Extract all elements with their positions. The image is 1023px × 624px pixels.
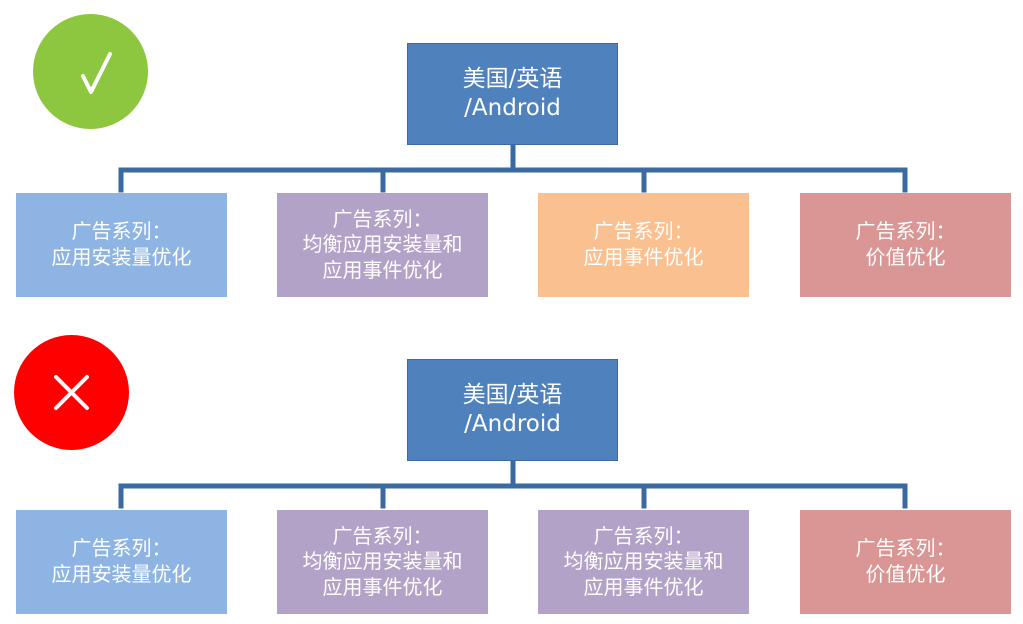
root-line1: 美国/英语 (462, 65, 563, 92)
connector-drops-top (118, 167, 908, 193)
child-line3: 应用事件优化 (322, 574, 443, 599)
child-line2: 应用事件优化 (583, 245, 704, 269)
child-line2: 均衡应用安装量和 (302, 549, 463, 574)
root-node: 美国/英语 /Android (407, 359, 618, 461)
child-line2: 价值优化 (865, 245, 946, 269)
child-line1: 广告系列： (332, 523, 433, 548)
child-node: 广告系列： 价值优化 (800, 193, 1011, 297)
child-node: 广告系列： 均衡应用安装量和 应用事件优化 (277, 510, 488, 614)
cross-badge (14, 335, 129, 450)
check-icon (81, 52, 112, 94)
cross-icon (54, 375, 89, 410)
check-badge (33, 14, 148, 129)
connector-drops-bottom (118, 483, 908, 509)
child-line2: 价值优化 (865, 562, 946, 586)
child-line2: 均衡应用安装量和 (563, 549, 724, 574)
child-node: 广告系列： 价值优化 (800, 510, 1011, 614)
child-line1: 广告系列： (71, 536, 172, 561)
root-line2: /Android (464, 411, 561, 437)
root-line1: 美国/英语 (462, 381, 563, 408)
child-line1: 广告系列： (855, 536, 956, 561)
child-node: 广告系列： 应用安装量优化 (16, 510, 227, 614)
child-line1: 广告系列： (855, 219, 956, 244)
root-node: 美国/英语 /Android (407, 43, 618, 145)
child-node: 广告系列： 应用事件优化 (538, 193, 749, 297)
child-line1: 广告系列： (593, 219, 694, 244)
child-line1: 广告系列： (332, 206, 433, 231)
child-node: 广告系列： 应用安装量优化 (16, 193, 227, 297)
child-node: 广告系列： 均衡应用安装量和 应用事件优化 (277, 193, 488, 297)
child-line1: 广告系列： (593, 523, 694, 548)
child-line3: 应用事件优化 (322, 257, 443, 282)
child-line2: 应用安装量优化 (51, 562, 192, 586)
root-line2: /Android (464, 95, 561, 121)
child-line3: 应用事件优化 (583, 574, 704, 599)
child-line2: 均衡应用安装量和 (302, 232, 463, 257)
child-line2: 应用安装量优化 (51, 245, 192, 269)
child-node: 广告系列： 均衡应用安装量和 应用事件优化 (538, 510, 749, 614)
child-line1: 广告系列： (71, 219, 172, 244)
